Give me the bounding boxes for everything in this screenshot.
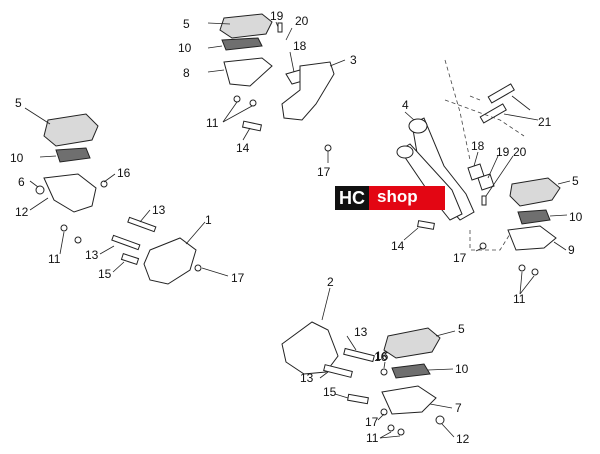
callout-right-2: 18	[471, 139, 485, 153]
callout-top-6: 8	[183, 66, 190, 80]
callout-right-10: 11	[513, 292, 526, 306]
callout-left-0: 5	[15, 96, 22, 110]
callout-left-10: 17	[231, 271, 245, 285]
callout-top-0: 5	[183, 17, 190, 31]
bottom-footpeg-assembly	[281, 287, 456, 439]
callout-top-8: 14	[236, 141, 250, 155]
callout-top-1: 19	[270, 9, 284, 23]
callout-bottom-6: 15	[323, 385, 337, 399]
top-footpeg-assembly	[207, 13, 346, 163]
callout-left-9: 15	[98, 267, 112, 281]
callout-right-3: 19	[496, 145, 510, 159]
callout-top-3: 10	[178, 41, 192, 55]
logo-hc-text: HC	[335, 186, 369, 210]
callout-right-1: 21	[538, 115, 552, 129]
logo-shop-text: shop	[369, 186, 445, 210]
callout-bottom-1: 13	[354, 325, 368, 339]
callout-bottom-9: 16	[375, 349, 389, 363]
hc-shop-logo: HC shop	[335, 186, 445, 210]
callout-left-7: 13	[85, 248, 99, 262]
parts-drawing	[24, 13, 571, 439]
callout-right-5: 5	[572, 174, 579, 188]
callout-left-4: 12	[15, 205, 29, 219]
callout-left-5: 13	[152, 203, 166, 217]
callout-right-8: 17	[453, 251, 467, 265]
callout-left-6: 1	[205, 213, 212, 227]
callout-left-3: 16	[117, 166, 131, 180]
callout-bottom-5: 13	[300, 371, 314, 385]
callout-right-0: 4	[402, 98, 409, 112]
callout-top-7: 11	[206, 116, 219, 130]
callout-right-4: 20	[513, 145, 527, 159]
callout-top-9: 17	[317, 165, 331, 179]
callout-bottom-2: 5	[458, 322, 465, 336]
callout-bottom-7: 7	[455, 401, 462, 415]
callout-bottom-8: 17	[365, 415, 379, 429]
callout-left-2: 6	[18, 175, 25, 189]
callout-bottom-3: 16	[374, 350, 388, 364]
callout-top-4: 18	[293, 39, 307, 53]
left-footpeg-assembly	[24, 107, 229, 285]
callout-top-2: 20	[295, 14, 309, 28]
callout-bottom-11: 12	[456, 432, 470, 446]
callout-bottom-4: 10	[455, 362, 469, 376]
callout-left-1: 10	[10, 151, 24, 165]
callout-right-9: 9	[568, 243, 575, 257]
callout-bottom-10: 11	[366, 431, 379, 445]
callout-right-7: 14	[391, 239, 405, 253]
callout-left-8: 11	[48, 252, 61, 266]
callout-bottom-0: 2	[327, 275, 334, 289]
right-footpeg-assembly	[396, 59, 571, 295]
callout-top-5: 3	[350, 53, 357, 67]
callout-right-6: 10	[569, 210, 583, 224]
